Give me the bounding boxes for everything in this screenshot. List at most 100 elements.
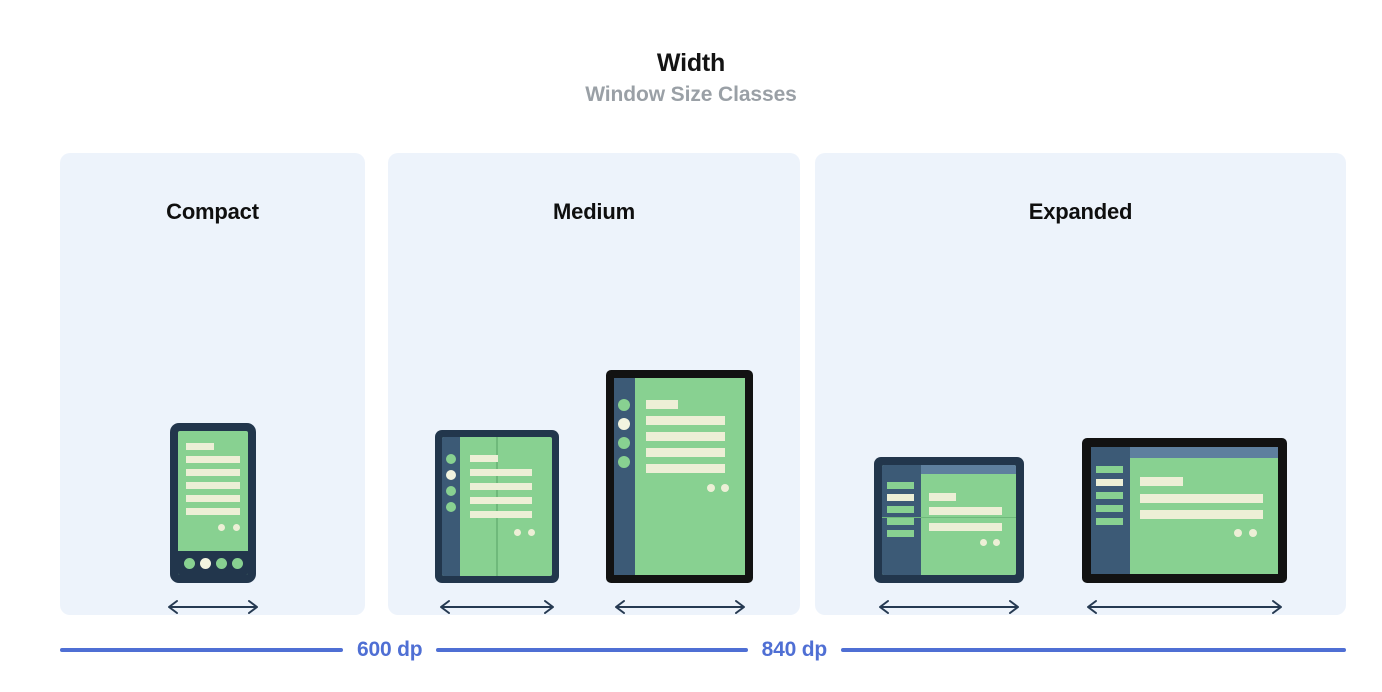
rail-item	[1096, 492, 1124, 499]
content-line	[185, 469, 240, 476]
content-line	[470, 497, 532, 504]
rail-item	[886, 482, 914, 489]
content-line	[1140, 477, 1184, 486]
content-dot	[1249, 529, 1258, 537]
rail-dot-active	[446, 470, 456, 480]
navigation-rail	[442, 437, 460, 576]
breakpoint-label-840dp: 840 dp	[761, 638, 828, 661]
phone-screen	[177, 431, 248, 575]
content-line	[185, 482, 240, 489]
rail-dot	[618, 399, 630, 411]
foldable-landscape-screen	[881, 465, 1016, 575]
page-subtitle: Window Size Classes	[585, 83, 797, 106]
content-line	[470, 511, 532, 518]
rail-dot	[618, 437, 630, 449]
rail-item	[1096, 505, 1124, 512]
content-line	[646, 432, 725, 441]
rail-item	[1096, 466, 1124, 473]
rail-dot	[618, 456, 630, 468]
content-line	[646, 464, 725, 473]
content-dot	[232, 524, 240, 531]
device-phone-portrait	[169, 423, 256, 583]
content-line	[185, 508, 240, 515]
foldable-screen	[442, 437, 552, 576]
panel-medium: Medium	[388, 153, 800, 615]
content-line	[646, 400, 678, 409]
content-dot	[992, 539, 1000, 546]
content-line	[470, 483, 532, 490]
panel-compact: Compact	[60, 153, 365, 615]
device-cell-phone-portrait	[163, 423, 263, 615]
scale-segment-compact	[60, 648, 343, 652]
device-cell-tablet-landscape	[1082, 438, 1288, 615]
device-cell-foldable-landscape	[873, 457, 1024, 615]
tablet-landscape-screen	[1091, 447, 1279, 574]
content-dot	[217, 524, 225, 531]
nav-dot	[231, 558, 243, 569]
rail-dot-active	[618, 418, 630, 430]
device-group-expanded	[815, 153, 1346, 615]
rail-item	[1096, 518, 1124, 525]
rail-dot	[446, 502, 456, 512]
content-line	[646, 448, 725, 457]
content-dot	[514, 529, 521, 536]
content-line	[470, 455, 498, 462]
content-dot	[707, 484, 715, 492]
nav-dot	[215, 558, 227, 569]
rail-item-active	[1096, 479, 1124, 486]
device-group-compact	[60, 153, 365, 615]
content-line	[1140, 510, 1264, 519]
double-arrow-horizontal-icon	[1082, 599, 1287, 615]
navigation-rail	[881, 465, 921, 575]
rail-dot	[446, 454, 456, 464]
panel-title-compact: Compact	[166, 199, 259, 224]
rail-dot	[446, 486, 456, 496]
content-dot	[721, 484, 729, 492]
panel-title-medium: Medium	[553, 199, 635, 224]
content-line	[646, 416, 725, 425]
device-tablet-landscape	[1082, 438, 1288, 583]
content-line	[185, 443, 214, 450]
rail-item-active	[886, 494, 914, 501]
rail-item	[886, 506, 914, 513]
device-group-medium	[388, 153, 800, 615]
device-tablet-portrait	[606, 370, 753, 583]
device-cell-foldable-unfolded-portrait	[435, 430, 559, 615]
rail-item	[886, 530, 914, 537]
app-title-bar	[920, 465, 1016, 474]
nav-dot-active	[199, 558, 211, 569]
rail-item	[886, 518, 914, 525]
panel-expanded: Expanded	[815, 153, 1346, 615]
double-arrow-horizontal-icon	[874, 599, 1024, 615]
phone-bottom-nav-bar	[177, 551, 248, 575]
navigation-rail	[614, 378, 635, 575]
page-title: Width	[656, 49, 726, 77]
navigation-rail	[1091, 447, 1131, 574]
content-dot	[1234, 529, 1243, 537]
content-dot	[528, 529, 535, 536]
scale-segment-expanded	[841, 648, 1346, 652]
breakpoint-label-600dp: 600 dp	[357, 638, 423, 661]
app-title-bar	[1130, 447, 1279, 458]
fold-crease-line	[496, 437, 498, 576]
content-line	[928, 493, 956, 501]
fold-crease-line	[881, 517, 1016, 518]
content-line	[185, 456, 240, 463]
breakpoint-scale: 600 dp 840 dp	[60, 637, 1346, 663]
double-arrow-horizontal-icon	[610, 599, 750, 615]
content-dot	[979, 539, 987, 546]
content-line	[185, 495, 240, 502]
content-line	[1140, 494, 1264, 503]
content-line	[928, 507, 1002, 515]
tablet-screen	[614, 378, 745, 575]
nav-dot	[183, 558, 195, 569]
content-line	[470, 469, 532, 476]
size-class-panels: Compact	[60, 153, 1346, 615]
device-cell-tablet-portrait	[606, 370, 753, 615]
double-arrow-horizontal-icon	[163, 599, 263, 615]
device-foldable-unfolded-portrait	[435, 430, 559, 583]
scale-segment-medium	[436, 648, 748, 652]
panel-title-expanded: Expanded	[1028, 199, 1133, 224]
double-arrow-horizontal-icon	[435, 599, 559, 615]
